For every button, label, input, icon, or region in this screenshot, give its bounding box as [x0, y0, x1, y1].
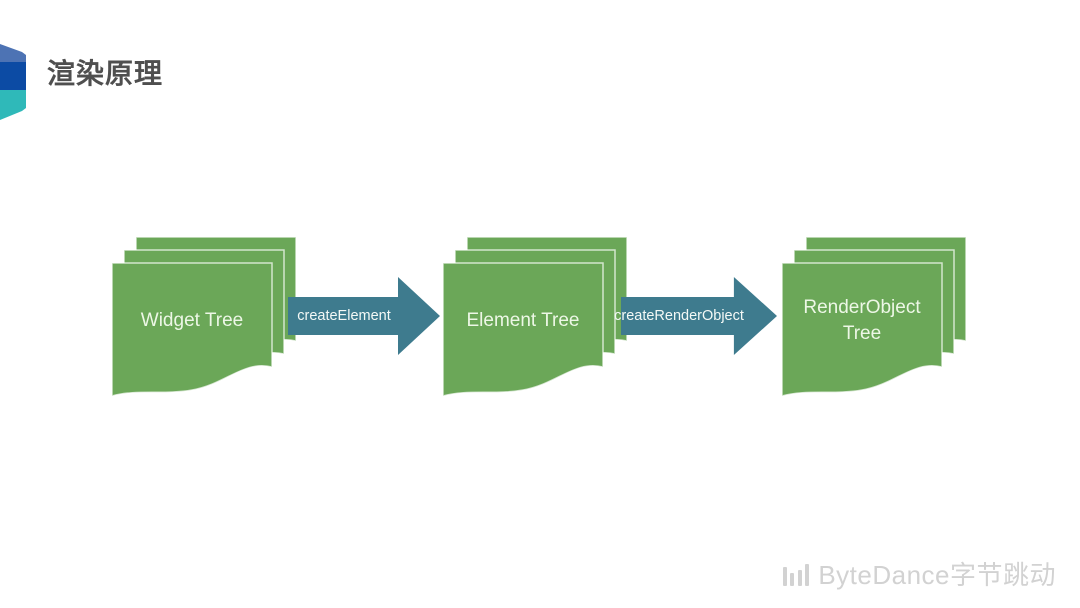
- cube-ribbon-icon: [0, 44, 26, 120]
- right-block-arrow-icon: [621, 277, 777, 355]
- cube-ribbon-band-top: [0, 44, 26, 62]
- document-sheet-front: [111, 262, 273, 397]
- node-label-element-tree: Element Tree: [466, 310, 580, 332]
- node-element-tree: Element Tree: [442, 236, 628, 397]
- bar-2: [790, 573, 795, 586]
- cube-ribbon-band-bottom: [0, 90, 26, 120]
- cube-ribbon-band-middle: [0, 62, 26, 90]
- bar-3: [797, 570, 802, 586]
- bytedance-bars-icon: [782, 564, 810, 590]
- document-sheet-front: [781, 262, 943, 397]
- node-label-renderobject-tree: RenderObject Tree: [803, 297, 921, 344]
- arrow-create-render-object: createRenderObject: [614, 277, 777, 355]
- arrow-label-create-render-object: createRenderObject: [614, 308, 744, 324]
- node-renderobject-tree: RenderObject Tree: [781, 236, 967, 397]
- bar-4: [805, 564, 810, 586]
- document-sheet-front: [442, 262, 604, 397]
- node-label-widget-tree: Widget Tree: [140, 310, 244, 332]
- brand-wordmark: ByteDance字节跳动: [818, 560, 1056, 591]
- node-widget-tree: Widget Tree: [111, 236, 297, 397]
- bar-1: [782, 567, 787, 586]
- brand-footer: ByteDance字节跳动: [782, 560, 1056, 591]
- page-title: 渲染原理: [47, 58, 164, 89]
- arrow-label-create-element: createElement: [297, 308, 391, 324]
- arrow-create-element: createElement: [288, 277, 440, 355]
- right-block-arrow-icon: [288, 277, 440, 355]
